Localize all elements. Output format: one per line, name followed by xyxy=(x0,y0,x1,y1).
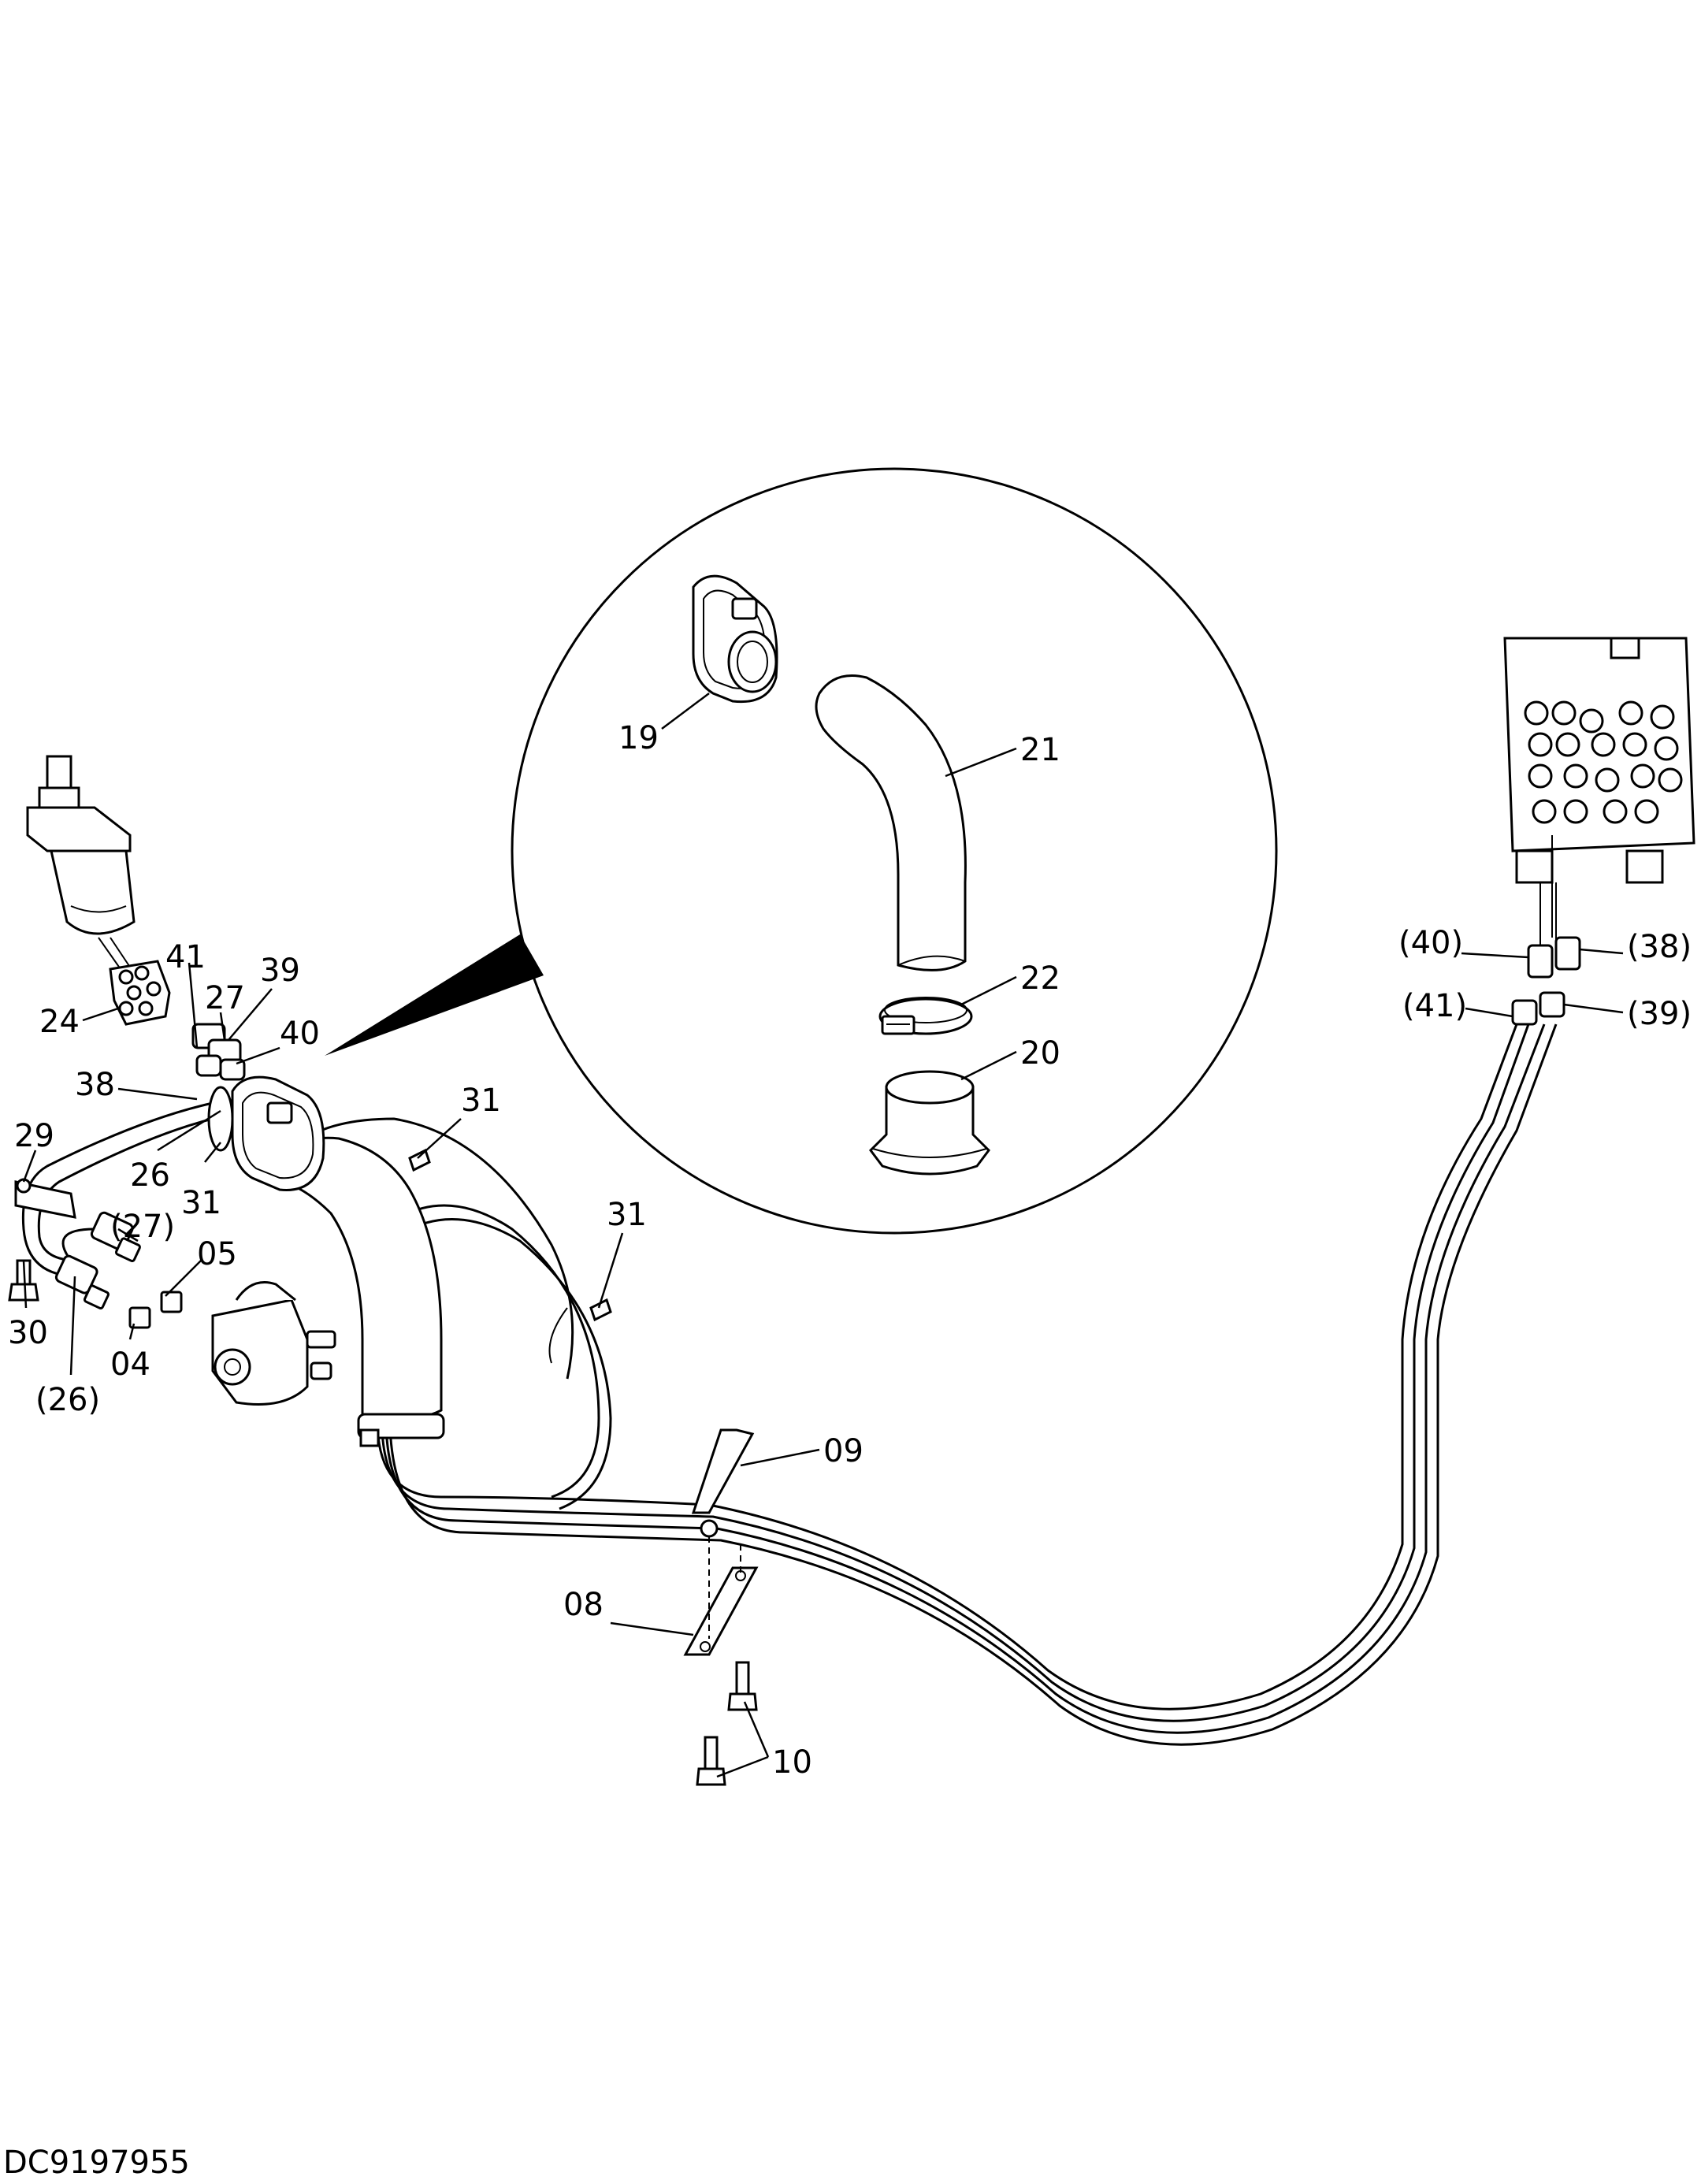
drawing-number: DC9197955 xyxy=(3,2145,190,2181)
callout-38-paren: (38) xyxy=(1627,929,1692,965)
hose-21 xyxy=(815,674,967,971)
callout-05: 05 xyxy=(197,1236,237,1272)
callout-20: 20 xyxy=(1020,1035,1060,1072)
grommet-19 xyxy=(692,574,778,704)
clamp-22 xyxy=(878,997,973,1035)
callout-08: 08 xyxy=(563,1587,604,1623)
callout-27-paren: (27) xyxy=(110,1209,175,1245)
callout-26: 26 xyxy=(130,1157,170,1194)
callout-04: 04 xyxy=(110,1346,150,1383)
detail-pointer xyxy=(325,934,544,1056)
callout-39: 39 xyxy=(260,953,300,989)
callout-22: 22 xyxy=(1020,960,1060,997)
cap-20 xyxy=(869,1070,990,1176)
callout-31-a: 31 xyxy=(181,1185,221,1221)
callout-40-paren: (40) xyxy=(1398,925,1463,961)
detail-view xyxy=(325,467,1278,1235)
main-duct xyxy=(278,1136,445,1447)
detail-circle xyxy=(511,467,1278,1235)
callout-24: 24 xyxy=(39,1004,80,1040)
callout-21: 21 xyxy=(1020,732,1060,768)
callout-38: 38 xyxy=(75,1067,115,1103)
callout-31-b: 31 xyxy=(461,1083,501,1119)
control-valve xyxy=(1503,637,1695,1026)
shuttle-valve xyxy=(54,1211,336,1406)
callout-39-paren: (39) xyxy=(1627,996,1692,1032)
callout-27: 27 xyxy=(205,980,245,1016)
leader-lines xyxy=(22,693,1624,1778)
callout-10: 10 xyxy=(772,1744,812,1781)
valve-ports xyxy=(1524,700,1683,824)
callout-30: 30 xyxy=(8,1315,48,1351)
callout-29: 29 xyxy=(14,1118,54,1154)
cable-ties xyxy=(408,1148,612,1364)
callout-09: 09 xyxy=(823,1433,863,1469)
callout-19: 19 xyxy=(618,720,659,756)
hose-bundle xyxy=(21,1023,1558,1746)
pilot-valve xyxy=(26,755,171,1026)
fitting-cluster xyxy=(191,1023,246,1152)
callout-40: 40 xyxy=(280,1016,320,1052)
cab-grommet xyxy=(231,1075,325,1191)
callout-26-paren: (26) xyxy=(35,1382,100,1418)
callout-41-paren: (41) xyxy=(1402,988,1467,1024)
bracket-assembly xyxy=(683,1428,759,1786)
callout-41: 41 xyxy=(165,939,206,975)
callout-labels: 19 21 22 20 41 39 27 40 24 38 29 26 31 3… xyxy=(8,720,1692,1781)
callout-31-c: 31 xyxy=(607,1197,647,1233)
